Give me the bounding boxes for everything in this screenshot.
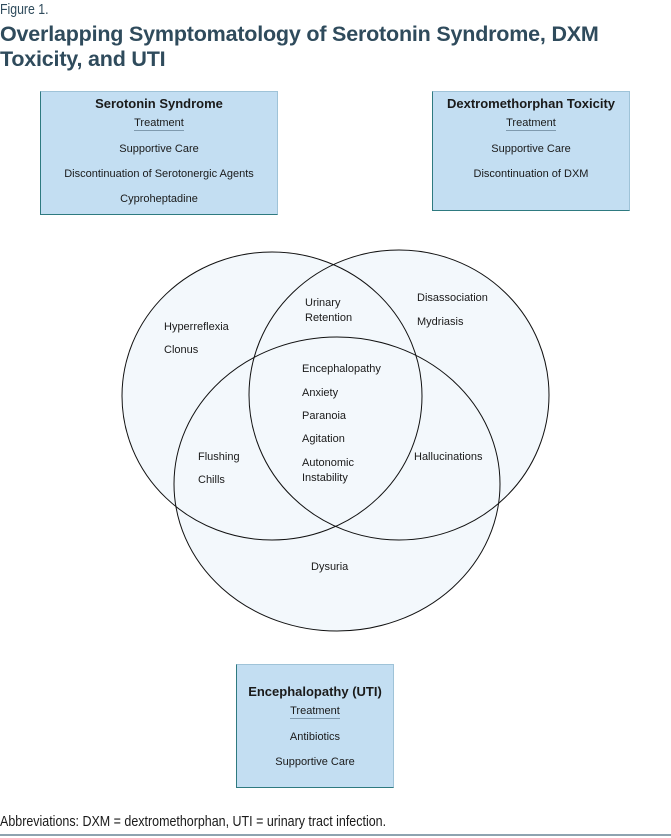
venn-label: Autonomic	[302, 457, 354, 469]
treatment-item: Discontinuation of DXM	[473, 168, 589, 180]
venn-outline-serotonin	[121, 251, 423, 541]
uti-encephalopathy-box: Encephalopathy (UTI) Treatment Antibioti…	[236, 664, 394, 788]
treatment-label: Treatment	[134, 117, 184, 131]
serotonin-syndrome-box: Serotonin Syndrome Treatment Supportive …	[40, 91, 278, 215]
box-title: Encephalopathy (UTI)	[248, 684, 382, 699]
treatment-item: Supportive Care	[491, 143, 571, 155]
abbreviations-footnote: Abbreviations: DXM = dextromethorphan, U…	[0, 814, 387, 830]
venn-label: Paranoia	[302, 410, 347, 422]
venn-label: Retention	[305, 312, 353, 324]
treatment-item: Supportive Care	[275, 756, 355, 768]
dxm-toxicity-box: Dextromethorphan Toxicity Treatment Supp…	[432, 91, 630, 211]
box-title: Dextromethorphan Toxicity	[446, 96, 616, 111]
venn-label: Urinary	[305, 297, 341, 309]
figure-title: Overlapping Symptomatology of Serotonin …	[0, 22, 599, 71]
treatment-item: Discontinuation of Serotonergic Agents	[64, 168, 254, 180]
venn-label: Encephalopathy	[302, 363, 381, 375]
figure-label: Figure 1.	[0, 1, 49, 18]
venn-label: Hyperreflexia	[164, 321, 229, 333]
treatment-item: Cyproheptadine	[120, 193, 198, 205]
venn-label: Instability	[302, 472, 348, 484]
venn-label: Agitation	[302, 433, 345, 445]
venn-label: Dysuria	[311, 561, 349, 573]
treatment-item: Antibiotics	[289, 731, 341, 743]
treatment-label: Treatment	[506, 117, 556, 131]
venn-label: Flushing	[198, 451, 240, 463]
venn-label: Chills	[198, 474, 225, 486]
venn-outline-uti	[173, 336, 501, 632]
treatment-label: Treatment	[290, 705, 340, 719]
venn-label: Hallucinations	[414, 451, 483, 463]
venn-label: Disassociation	[417, 292, 488, 304]
venn-label: Mydriasis	[417, 316, 464, 328]
venn-label: Clonus	[164, 344, 199, 356]
treatment-item: Supportive Care	[119, 143, 199, 155]
box-title: Serotonin Syndrome	[95, 96, 223, 111]
bottom-divider	[0, 834, 671, 836]
venn-circle-uti	[174, 337, 500, 631]
venn-label: Anxiety	[302, 387, 339, 399]
venn-outline-dxm	[248, 249, 550, 541]
